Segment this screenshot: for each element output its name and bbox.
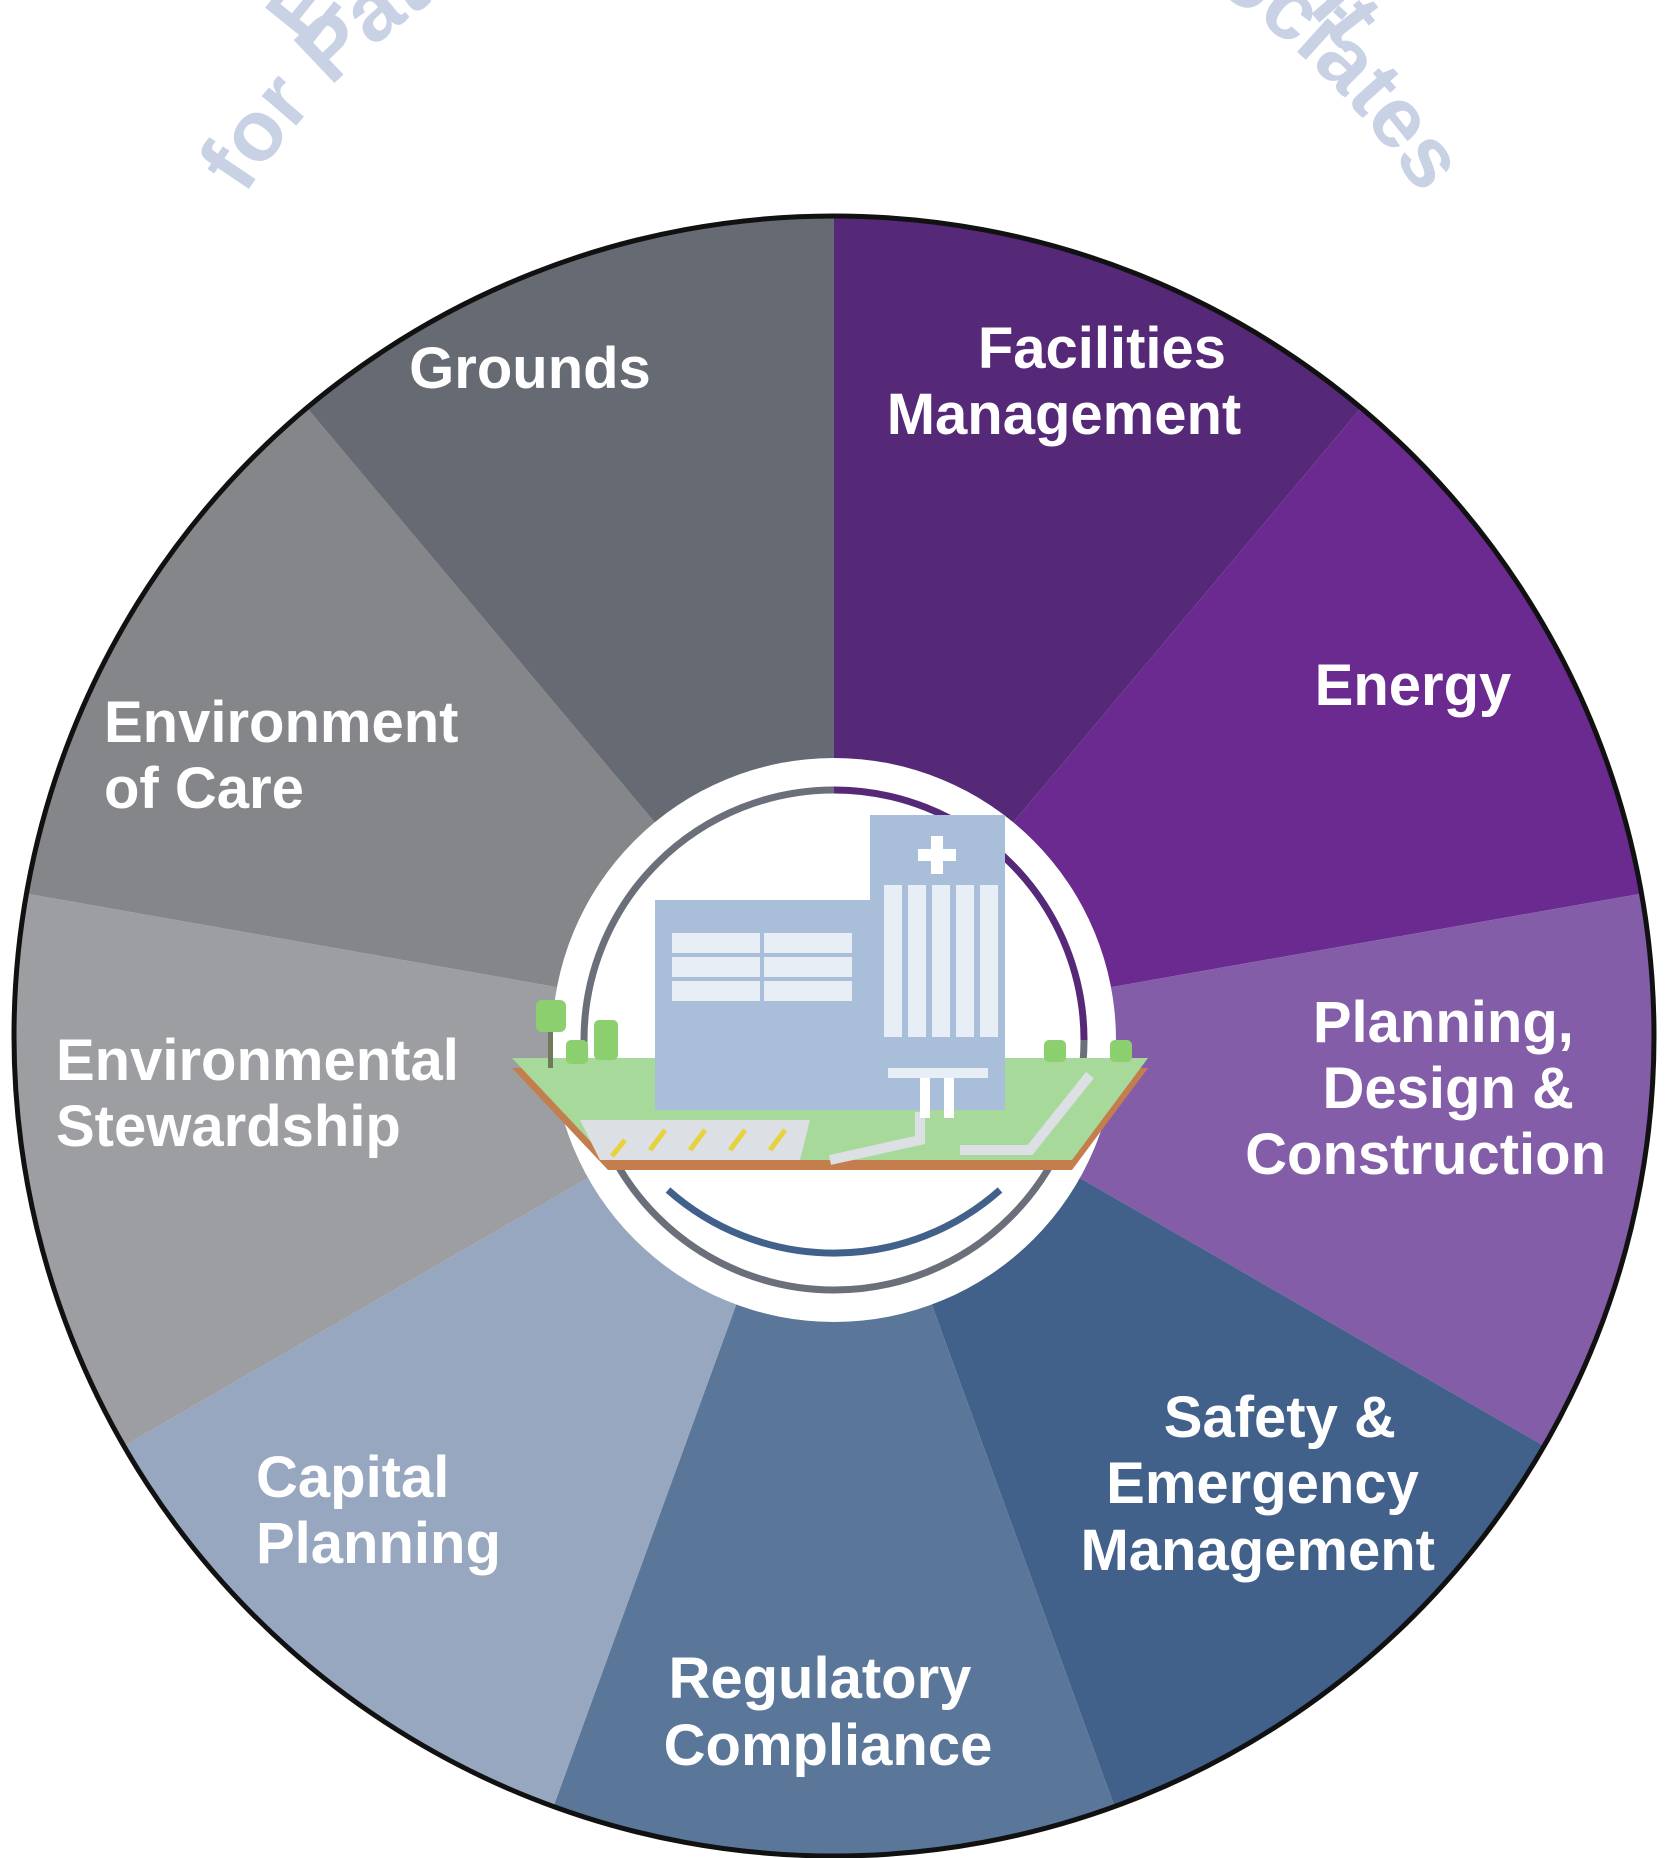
segment-regulatory-compliance[interactable] (553, 1036, 1115, 1856)
label-environmental-stewardship: Environmental Stewardship (56, 1028, 475, 1159)
label-capital-planning: Capital Planning (256, 1445, 501, 1576)
hub-ring-gray (580, 786, 1088, 1294)
hub-ring-blue (665, 1187, 1003, 1257)
label-safety-emergency-management: Safety & Emergency Management (1080, 1385, 1435, 1583)
label-facilities-management: Facilities Management (887, 316, 1242, 447)
label-regulatory-compliance: Regulatory Compliance (664, 1646, 993, 1778)
label-environment-of-care: Environment of Care (104, 690, 475, 821)
label-energy: Energy (1315, 653, 1512, 718)
wheel-outline (11, 213, 1657, 1858)
hospital-building-icon (512, 815, 1148, 1170)
heading-line-2: for Patients, Visitors & Associates (181, 0, 1484, 206)
center-hub (512, 758, 1148, 1322)
tree-icon (536, 1000, 566, 1032)
label-planning-design-construction: Planning, Design & Construction (1245, 990, 1606, 1187)
hub-ring-purple (833, 786, 1088, 1041)
label-grounds: Grounds (409, 336, 651, 401)
